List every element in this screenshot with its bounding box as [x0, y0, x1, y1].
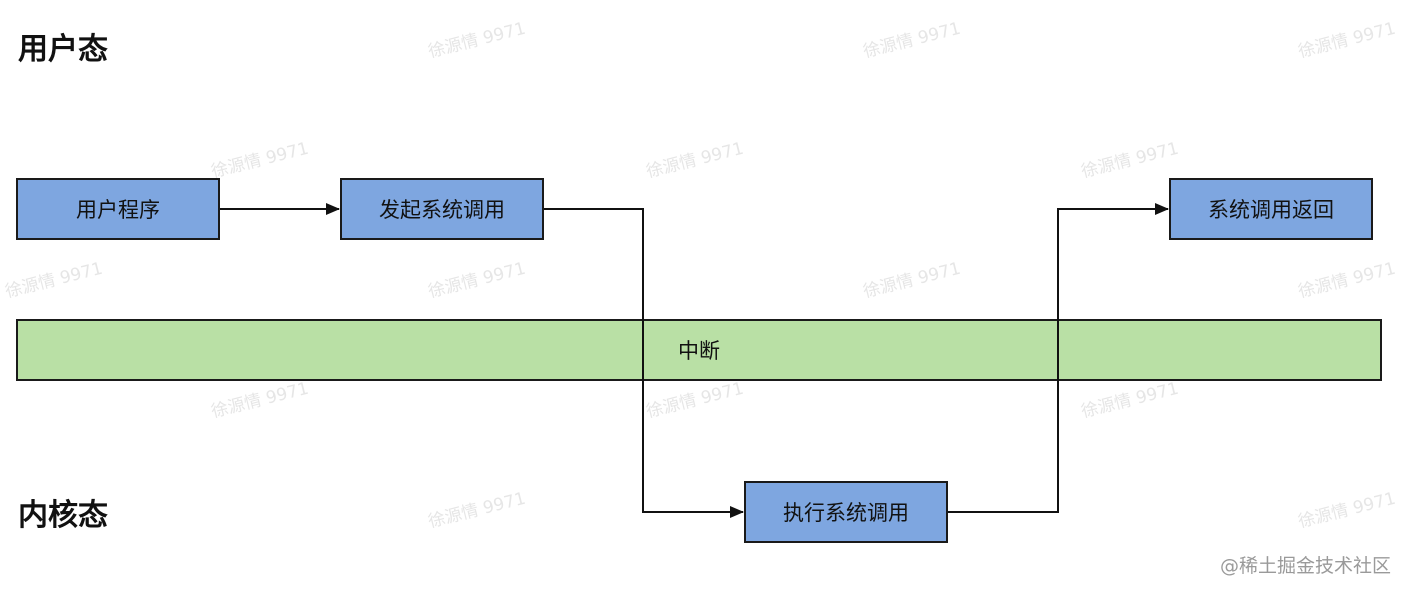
watermark: 徐源情 9971: [1296, 18, 1398, 63]
syscall-return-label: 系统调用返回: [1208, 198, 1334, 222]
kernel-mode-label: 内核态: [18, 498, 108, 533]
watermark: 徐源情 9971: [426, 258, 528, 303]
watermark: 徐源情 9971: [1079, 138, 1181, 183]
watermark: 徐源情 9971: [1296, 488, 1398, 533]
watermark: 徐源情 9971: [861, 258, 963, 303]
syscall-return-box: 系统调用返回: [1169, 178, 1373, 240]
execute-syscall-box: 执行系统调用: [744, 481, 948, 543]
user-program-box: 用户程序: [16, 178, 220, 240]
interrupt-band: 中断: [16, 319, 1382, 381]
watermark: 徐源情 9971: [426, 18, 528, 63]
watermark: 徐源情 9971: [1079, 378, 1181, 423]
watermark: 徐源情 9971: [209, 378, 311, 423]
watermark: 徐源情 9971: [3, 258, 105, 303]
watermark: 徐源情 9971: [1296, 258, 1398, 303]
watermark: 徐源情 9971: [426, 488, 528, 533]
user-mode-label: 用户态: [18, 32, 108, 67]
watermark: 徐源情 9971: [209, 138, 311, 183]
user-program-label: 用户程序: [76, 198, 160, 222]
initiate-syscall-label: 发起系统调用: [379, 198, 505, 222]
initiate-syscall-box: 发起系统调用: [340, 178, 544, 240]
execute-syscall-label: 执行系统调用: [783, 501, 909, 525]
watermark: 徐源情 9971: [644, 378, 746, 423]
watermark: 徐源情 9971: [644, 138, 746, 183]
site-credit: @稀土掘金技术社区: [1219, 555, 1391, 577]
interrupt-band-label: 中断: [678, 339, 720, 363]
watermark: 徐源情 9971: [861, 18, 963, 63]
